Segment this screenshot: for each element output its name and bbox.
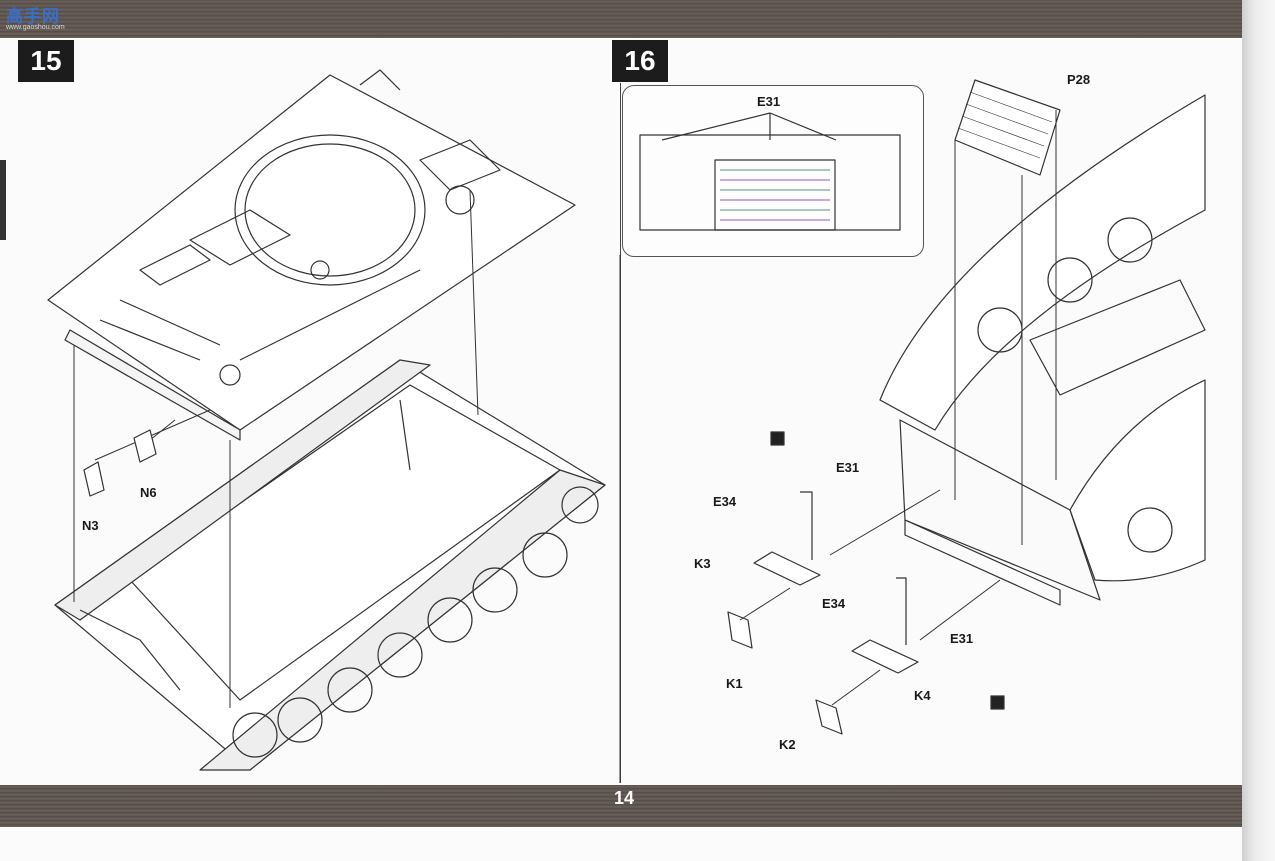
step-16-arrows: [619, 110, 1057, 783]
label-k2: K2: [779, 737, 796, 752]
part-k1-drawing: [727, 611, 753, 649]
label-k4: K4: [914, 688, 931, 703]
detail-inset-box: [622, 85, 924, 257]
step-15-badge: 15: [18, 40, 74, 82]
label-n6: N6: [140, 485, 157, 500]
label-e34-lower: E34: [822, 596, 846, 611]
step-16-badge: 16: [612, 40, 668, 82]
part-k4-drawing: [851, 639, 919, 674]
tank-rear-drawing: [879, 94, 1206, 606]
part-k3-drawing: [753, 551, 821, 586]
lower-hull-drawing: [54, 359, 606, 771]
label-e34-upper: E34: [713, 494, 737, 509]
page-edge-shadow: [1242, 0, 1275, 861]
step-15-arrows: [73, 189, 479, 708]
part-p28-drawing: [954, 79, 1061, 176]
label-n3: N3: [82, 518, 99, 533]
label-p28: P28: [1067, 72, 1091, 87]
cut-symbol-top: [770, 431, 785, 446]
inset-detail-drawing: [639, 112, 901, 231]
part-n3-drawing: [83, 461, 105, 497]
part-e34-upper-drawing: [800, 491, 813, 560]
cut-symbol-bottom: [990, 695, 1005, 710]
watermark-title: 高手网: [6, 7, 60, 26]
part-k2-drawing: [815, 699, 843, 735]
top-header-band: [0, 0, 1242, 38]
part-e34-lower-drawing: [896, 577, 907, 645]
label-e31-lower: E31: [950, 631, 974, 646]
watermark-logo: 高手网 www.gaoshou.com: [6, 4, 70, 36]
label-k1: K1: [726, 676, 743, 691]
label-k3: K3: [694, 556, 711, 571]
label-e31-inset: E31: [757, 94, 781, 109]
watermark-subtitle: www.gaoshou.com: [6, 24, 65, 31]
part-n6-drawing: [133, 429, 157, 463]
label-e31-upper: E31: [836, 460, 860, 475]
upper-hull-drawing: [47, 69, 576, 441]
page-number: 14: [613, 788, 635, 808]
bottom-footer-band: [0, 785, 1242, 827]
binding-edge: [0, 160, 6, 240]
